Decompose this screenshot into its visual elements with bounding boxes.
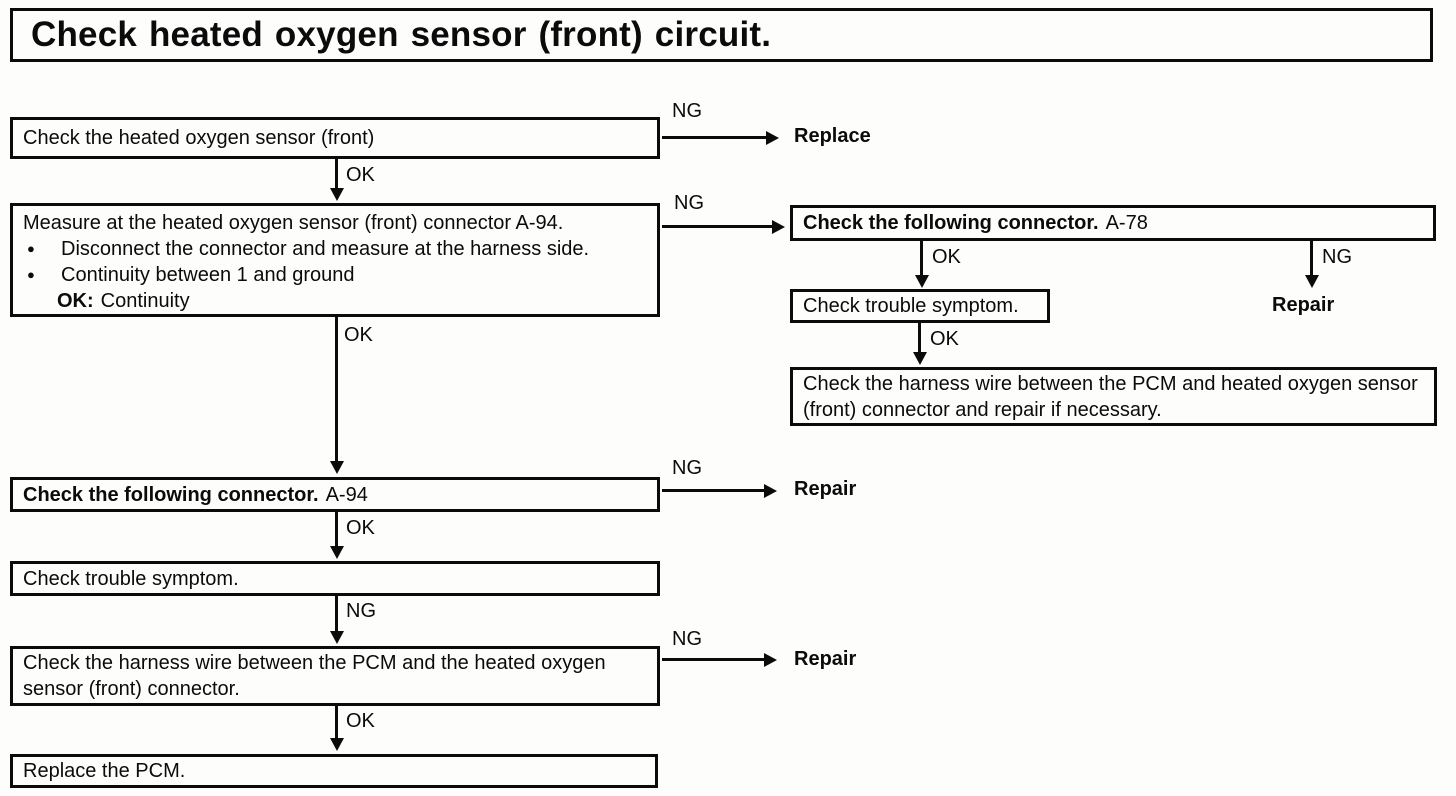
arrow-head-down-icon xyxy=(330,631,344,644)
node-check-trouble-symptom-left: Check trouble symptom. xyxy=(10,561,660,596)
edge-label-ng: NG xyxy=(672,100,702,122)
arrow-line xyxy=(335,317,338,463)
node-label: Check the harness wire between the PCM a… xyxy=(803,372,1418,421)
node-check-connector-a94: Check the following connector. A-94 xyxy=(10,477,660,512)
arrow-line xyxy=(918,323,921,354)
edge-label-ok: OK xyxy=(346,710,375,732)
arrow-head-down-icon xyxy=(330,738,344,751)
edge-label-ok: OK xyxy=(930,328,959,350)
terminal-replace: Replace xyxy=(794,125,871,147)
node-label-bold: Check the following connector. xyxy=(803,212,1099,234)
terminal-repair: Repair xyxy=(1272,294,1335,316)
arrow-line xyxy=(662,489,766,492)
flowchart-title: Check heated oxygen sensor (front) circu… xyxy=(31,15,772,54)
bullet-row: ● Continuity between 1 and ground xyxy=(23,262,649,288)
bullet-dot-icon: ● xyxy=(27,267,35,282)
arrow-line xyxy=(335,706,338,740)
arrow-head-right-icon xyxy=(764,484,777,498)
edge-label-ng: NG xyxy=(672,457,702,479)
arrow-head-down-icon xyxy=(330,188,344,201)
arrow-head-right-icon xyxy=(766,131,779,145)
ok-condition-value: Continuity xyxy=(100,290,190,312)
bullet-text: Disconnect the connector and measure at … xyxy=(61,238,590,260)
arrow-head-down-icon xyxy=(913,352,927,365)
node-check-connector-a78: Check the following connector. A-78 xyxy=(790,205,1436,241)
terminal-repair: Repair xyxy=(794,478,857,500)
edge-label-ng: NG xyxy=(346,600,376,622)
connector-ref: A-78 xyxy=(1105,212,1148,234)
node-label: Check trouble symptom. xyxy=(23,567,239,590)
arrow-head-right-icon xyxy=(772,220,785,234)
arrow-line xyxy=(335,512,338,548)
arrow-line xyxy=(662,658,766,661)
arrow-line xyxy=(335,596,338,633)
node-label-bold: Check the following connector. xyxy=(23,483,319,506)
arrow-line xyxy=(662,225,774,228)
node-label: Check trouble symptom. xyxy=(803,295,1019,317)
edge-label-ok: OK xyxy=(932,246,961,268)
flowchart-title-box: Check heated oxygen sensor (front) circu… xyxy=(10,8,1433,62)
edge-label-ok: OK xyxy=(346,164,375,186)
edge-label-ok: OK xyxy=(344,324,373,346)
arrow-head-down-icon xyxy=(915,275,929,288)
ok-condition-row: OK: Continuity xyxy=(23,288,649,314)
node-measure-connector-a94: Measure at the heated oxygen sensor (fro… xyxy=(10,203,660,317)
ok-condition-label: OK: xyxy=(57,290,94,312)
connector-ref: A-94 xyxy=(325,483,368,506)
node-replace-pcm: Replace the PCM. xyxy=(10,754,658,788)
node-check-heated-oxygen-sensor: Check the heated oxygen sensor (front) xyxy=(10,117,660,159)
node-check-harness-wire-left: Check the harness wire between the PCM a… xyxy=(10,646,660,706)
bullet-text: Continuity between 1 and ground xyxy=(61,264,355,286)
edge-label-ng: NG xyxy=(672,628,702,650)
bullet-dot-icon: ● xyxy=(27,241,35,256)
terminal-repair: Repair xyxy=(794,648,857,670)
arrow-line xyxy=(920,241,923,277)
arrow-line xyxy=(335,158,338,190)
edge-label-ng: NG xyxy=(1322,246,1352,268)
node-check-trouble-symptom-right: Check trouble symptom. xyxy=(790,289,1050,323)
arrow-head-down-icon xyxy=(330,461,344,474)
arrow-line xyxy=(1310,241,1313,277)
node-check-harness-wire-right: Check the harness wire between the PCM a… xyxy=(790,367,1437,426)
node-label: Check the harness wire between the PCM a… xyxy=(23,652,606,700)
arrow-head-down-icon xyxy=(1305,275,1319,288)
edge-label-ok: OK xyxy=(346,517,375,539)
node-label: Check the heated oxygen sensor (front) xyxy=(23,127,375,149)
node-label: Replace the PCM. xyxy=(23,760,186,782)
arrow-line xyxy=(662,136,768,139)
arrow-head-right-icon xyxy=(764,653,777,667)
node-heading: Measure at the heated oxygen sensor (fro… xyxy=(23,212,564,234)
bullet-row: ● Disconnect the connector and measure a… xyxy=(23,236,649,262)
arrow-head-down-icon xyxy=(330,546,344,559)
edge-label-ng: NG xyxy=(674,192,704,214)
